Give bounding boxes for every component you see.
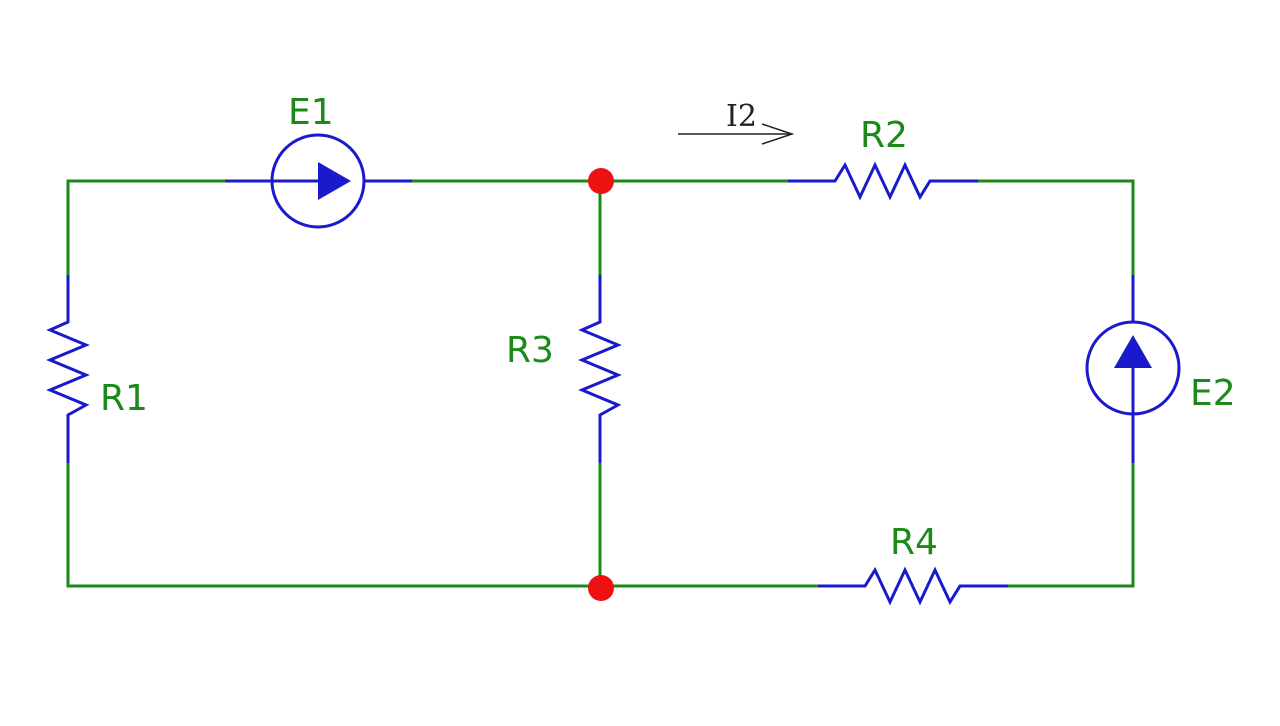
current-source-e2	[1085, 275, 1181, 463]
node-bottom-junction	[588, 575, 614, 601]
wire-left-top	[66, 179, 225, 275]
current-label-i2: I2	[726, 99, 757, 134]
current-source-e1	[225, 133, 412, 229]
resistor-r3	[578, 275, 622, 463]
label-e2: E2	[1190, 373, 1236, 414]
node-top-junction	[588, 168, 614, 194]
resistor-r1	[46, 275, 90, 463]
wire-top-right	[978, 179, 1135, 275]
resistor-r2	[788, 161, 978, 201]
current-arrow-i2	[678, 123, 795, 145]
label-r2: R2	[860, 115, 908, 156]
wire-bottom-right	[1008, 463, 1135, 588]
components	[46, 133, 1181, 606]
label-r1: R1	[100, 378, 148, 419]
label-r3: R3	[506, 330, 554, 371]
label-e1: E1	[288, 92, 334, 133]
resistor-r4	[818, 566, 1008, 606]
label-r4: R4	[890, 522, 938, 563]
wire-left-bottom	[66, 463, 600, 588]
